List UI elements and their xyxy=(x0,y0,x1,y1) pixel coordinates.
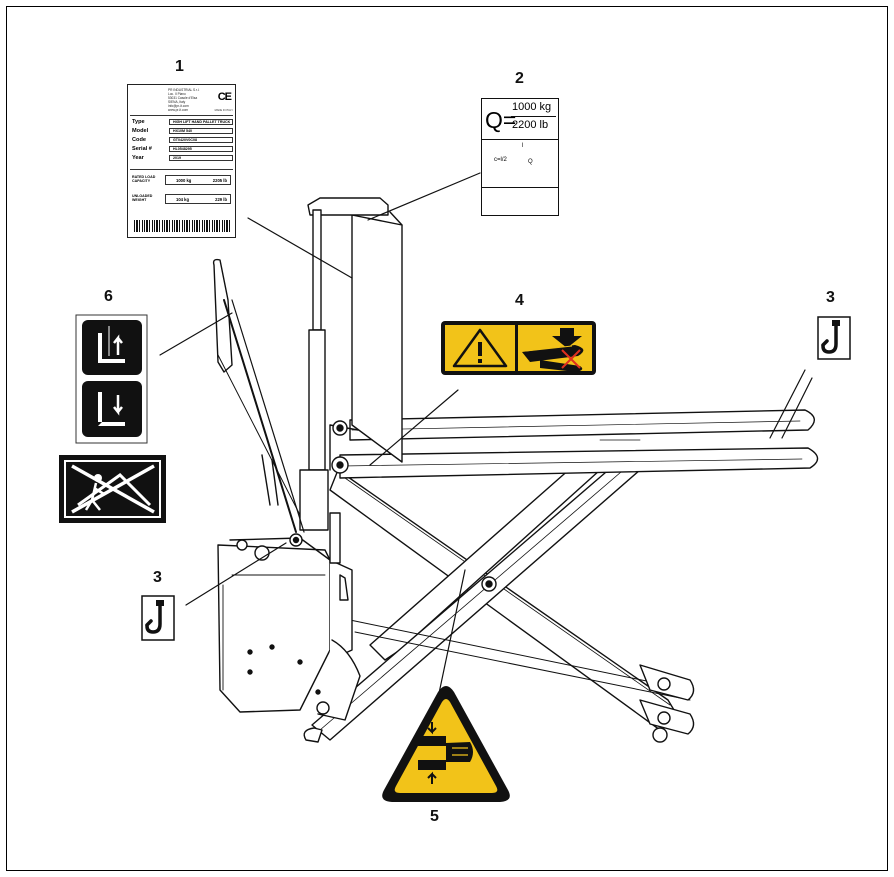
capacity-q: Q= xyxy=(485,107,517,133)
ce-mark: CE xyxy=(217,91,232,103)
barcode xyxy=(134,220,230,232)
fork-crush-icon xyxy=(522,328,584,372)
dimension-q: Q xyxy=(528,159,533,165)
dimension-c: c=l/2 xyxy=(494,157,507,163)
crush-hazard-icon xyxy=(418,722,473,784)
handle xyxy=(212,258,305,533)
diagram-frame xyxy=(6,6,888,871)
forks xyxy=(339,409,819,479)
lift-down-icon xyxy=(82,381,142,437)
plate-row-serial: Serial # HL0548295 xyxy=(132,146,233,153)
capacity-kg: 1000 kg xyxy=(512,101,552,113)
callout-3-right: 3 xyxy=(826,289,835,306)
label-5-crush-hazard xyxy=(382,686,510,802)
plate-row-code: Code GT0420V0C08 xyxy=(132,137,233,144)
label-6-lift xyxy=(75,314,148,444)
ce-text: MADE IN ITALY xyxy=(214,109,233,112)
plate-row-model: Model HX10M 540 xyxy=(132,128,233,135)
leader-lines xyxy=(159,172,813,699)
scissor-legs xyxy=(311,459,695,743)
capacity-label: Q= 1000 kg 2200 lb l c=l/2 Q xyxy=(481,98,559,216)
dimension-l: l xyxy=(522,143,524,149)
unloaded-weight-label: UNLOADED WEIGHT xyxy=(132,194,153,203)
callout-3-left: 3 xyxy=(153,569,162,586)
label-3-hook-right xyxy=(817,316,851,360)
lift-up-icon xyxy=(82,320,142,375)
plate-row-type: Type HIGH LIFT HAND PALLET TRUCK xyxy=(132,119,233,126)
rated-load-label: RATED LOAD CAPACITY xyxy=(132,175,156,184)
no-climbing-icon xyxy=(59,455,166,523)
rated-load-values: 1000 kg 2205 lb xyxy=(165,175,231,185)
plate-row-year: Year 2019 xyxy=(132,155,233,162)
callout-4: 4 xyxy=(515,292,524,309)
data-plate: PR INDUSTRIAL S.r.l. Loc. II Piano 53031… xyxy=(127,84,236,238)
mast xyxy=(299,197,403,531)
manufacturer-address: PR INDUSTRIAL S.r.l. Loc. II Piano 53031… xyxy=(168,88,200,112)
callout-5: 5 xyxy=(430,808,439,825)
label-4-warning xyxy=(441,321,596,375)
callout-6: 6 xyxy=(104,288,113,305)
unloaded-weight-values: 104 kg 229 lb xyxy=(165,194,231,204)
callout-1: 1 xyxy=(175,58,184,75)
hook-icon xyxy=(821,320,840,354)
label-3-hook-left xyxy=(141,595,175,641)
pump-body xyxy=(217,512,361,743)
callout-2: 2 xyxy=(515,70,524,87)
capacity-lb: 2200 lb xyxy=(512,119,549,131)
